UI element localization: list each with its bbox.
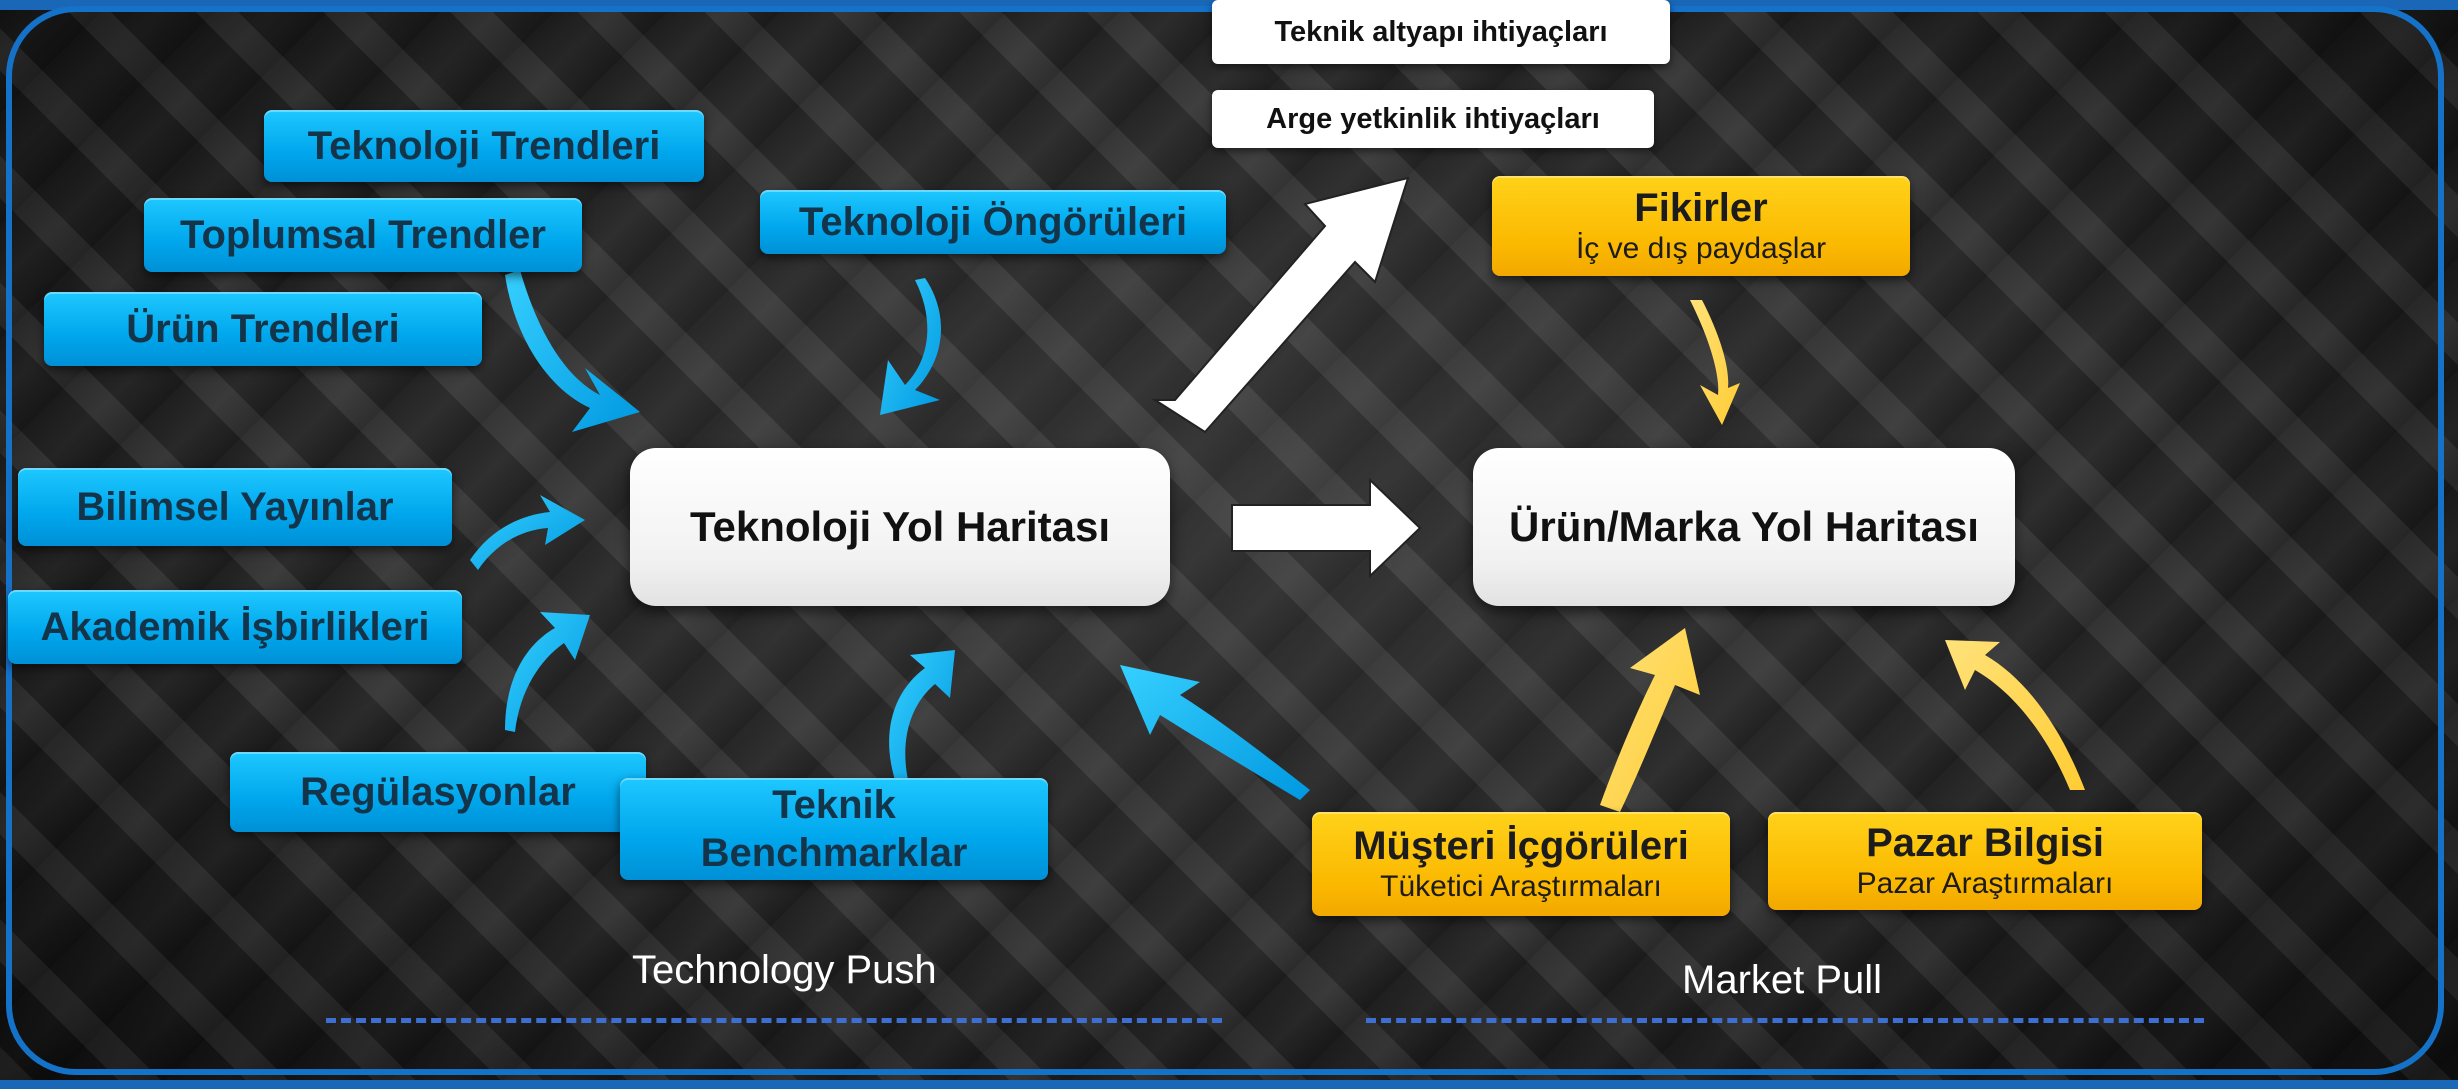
technical-benchmarks-label-line1: Teknik — [772, 783, 896, 827]
technical-infrastructure-needs-box: Teknik altyapı ihtiyaçları — [1212, 0, 1670, 64]
market-pull-caption: Market Pull — [1682, 958, 1883, 1002]
rnd-competency-needs-box: Arge yetkinlik ihtiyaçları — [1212, 90, 1654, 148]
market-information-title: Pazar Bilgisi — [1866, 821, 2104, 865]
market-information-subtitle: Pazar Araştırmaları — [1856, 867, 2114, 900]
technology-foresight-label: Teknoloji Öngörüleri — [798, 200, 1188, 244]
arrow-social-to-tech — [505, 270, 640, 432]
arrow-tech-to-product — [1231, 477, 1422, 579]
technology-trends-label: Teknoloji Trendleri — [307, 124, 661, 168]
technical-infrastructure-needs-label: Teknik altyapı ihtiyaçları — [1274, 15, 1608, 48]
social-trends-label: Toplumsal Trendler — [180, 213, 546, 257]
technology-foresight-box: Teknoloji Öngörüleri — [760, 190, 1226, 254]
customer-insights-title: Müşteri İçgörüleri — [1353, 824, 1689, 868]
product-trends-label: Ürün Trendleri — [126, 307, 400, 351]
technology-trends-box: Teknoloji Trendleri — [264, 110, 704, 182]
product-trends-box: Ürün Trendleri — [44, 292, 482, 366]
customer-insights-box: Müşteri İçgörüleri Tüketici Araştırmalar… — [1312, 812, 1730, 916]
customer-insights-subtitle: Tüketici Araştırmaları — [1380, 870, 1662, 903]
social-trends-box: Toplumsal Trendler — [144, 198, 582, 272]
technology-push-dashed-line — [326, 1018, 1222, 1023]
ideas-title: Fikirler — [1634, 186, 1768, 230]
arrow-benchmark-to-tech — [889, 650, 955, 780]
rnd-competency-needs-label: Arge yetkinlik ihtiyaçları — [1266, 102, 1600, 135]
arrow-market-to-product — [1945, 640, 2085, 790]
academic-collaborations-label: Akademik İşbirlikleri — [40, 605, 430, 649]
scientific-publications-box: Bilimsel Yayınlar — [18, 468, 452, 546]
arrow-foresight-to-tech — [880, 278, 942, 415]
market-pull-dashed-line — [1366, 1018, 2204, 1023]
technology-roadmap-label: Teknoloji Yol Haritası — [689, 503, 1111, 550]
market-information-box: Pazar Bilgisi Pazar Araştırmaları — [1768, 812, 2202, 910]
arrow-tech-to-needs — [1151, 176, 1410, 434]
regulations-box: Regülasyonlar — [230, 752, 646, 832]
scientific-publications-label: Bilimsel Yayınlar — [76, 485, 394, 529]
product-brand-roadmap-box: Ürün/Marka Yol Haritası — [1473, 448, 2015, 606]
academic-collaborations-box: Akademik İşbirlikleri — [8, 590, 462, 664]
technology-push-caption: Technology Push — [632, 948, 937, 992]
arrow-academic-to-tech — [505, 612, 590, 732]
arrow-insights-to-tech — [1120, 665, 1310, 800]
technology-roadmap-box: Teknoloji Yol Haritası — [630, 448, 1170, 606]
ideas-subtitle: İç ve dış paydaşlar — [1575, 232, 1827, 265]
ideas-box: Fikirler İç ve dış paydaşlar — [1492, 176, 1910, 276]
regulations-label: Regülasyonlar — [300, 770, 576, 814]
bottom-border — [0, 1080, 2458, 1089]
technical-benchmarks-box: Teknik Benchmarklar — [620, 778, 1048, 880]
arrow-ideas-to-product — [1690, 300, 1740, 425]
technical-benchmarks-label-line2: Benchmarklar — [700, 831, 968, 875]
product-brand-roadmap-label: Ürün/Marka Yol Haritası — [1509, 503, 1979, 550]
arrow-publications-to-tech — [470, 495, 585, 570]
arrow-customer-to-product — [1600, 628, 1700, 812]
